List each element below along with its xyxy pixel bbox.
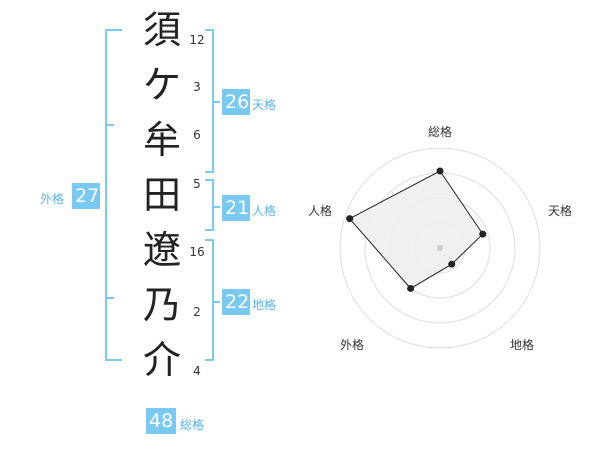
radar-point-3 xyxy=(407,284,415,292)
radar-point-4 xyxy=(346,215,354,223)
stroke-count-5: 16 xyxy=(189,245,205,259)
char-5: 遼 xyxy=(142,228,181,272)
stroke-count-1: 12 xyxy=(189,33,205,47)
stroke-count-4: 5 xyxy=(193,177,201,191)
char-1: 須 xyxy=(142,8,181,52)
stroke-count-2: 3 xyxy=(193,80,201,94)
chikaku-label: 地格 xyxy=(252,298,277,312)
bracket-gaikaku xyxy=(105,29,122,361)
radar-polygon xyxy=(348,170,484,290)
soukaku-label: 総格 xyxy=(180,418,205,432)
radar-label-chikaku: 地格 xyxy=(510,338,535,352)
soukaku-value: 48 xyxy=(146,408,176,434)
bracket-jinkaku xyxy=(205,179,214,231)
radar-point-0 xyxy=(436,167,444,175)
char-4: 田 xyxy=(142,173,181,217)
tenkaku-value: 26 xyxy=(222,89,250,115)
stroke-count-6: 2 xyxy=(193,305,201,319)
chikaku-value: 22 xyxy=(222,289,250,315)
tenkaku-label: 天格 xyxy=(252,98,277,112)
radar-point-1 xyxy=(479,230,487,238)
radar-label-soukaku: 総格 xyxy=(428,125,453,139)
stroke-count-3: 6 xyxy=(193,128,201,142)
radar-label-gaikaku: 外格 xyxy=(340,338,365,352)
stroke-count-7: 4 xyxy=(193,364,201,378)
char-3: 牟 xyxy=(142,118,181,162)
char-2: ケ xyxy=(142,63,181,107)
radar-center xyxy=(437,245,443,251)
bracket-chikaku xyxy=(205,239,214,361)
radar-label-tenkaku: 天格 xyxy=(548,204,573,218)
gaikaku-label: 外格 xyxy=(40,192,65,206)
radar-ring xyxy=(339,147,541,349)
jinkaku-label: 人格 xyxy=(252,204,277,218)
radar-point-2 xyxy=(448,260,456,268)
jinkaku-value: 21 xyxy=(222,195,250,221)
char-6: 乃 xyxy=(142,283,181,327)
char-7: 介 xyxy=(142,338,181,382)
radar-chart xyxy=(339,147,541,349)
gaikaku-value: 27 xyxy=(72,183,100,209)
radar-label-jinkaku: 人格 xyxy=(308,204,333,218)
bracket-tenkaku xyxy=(205,29,214,173)
